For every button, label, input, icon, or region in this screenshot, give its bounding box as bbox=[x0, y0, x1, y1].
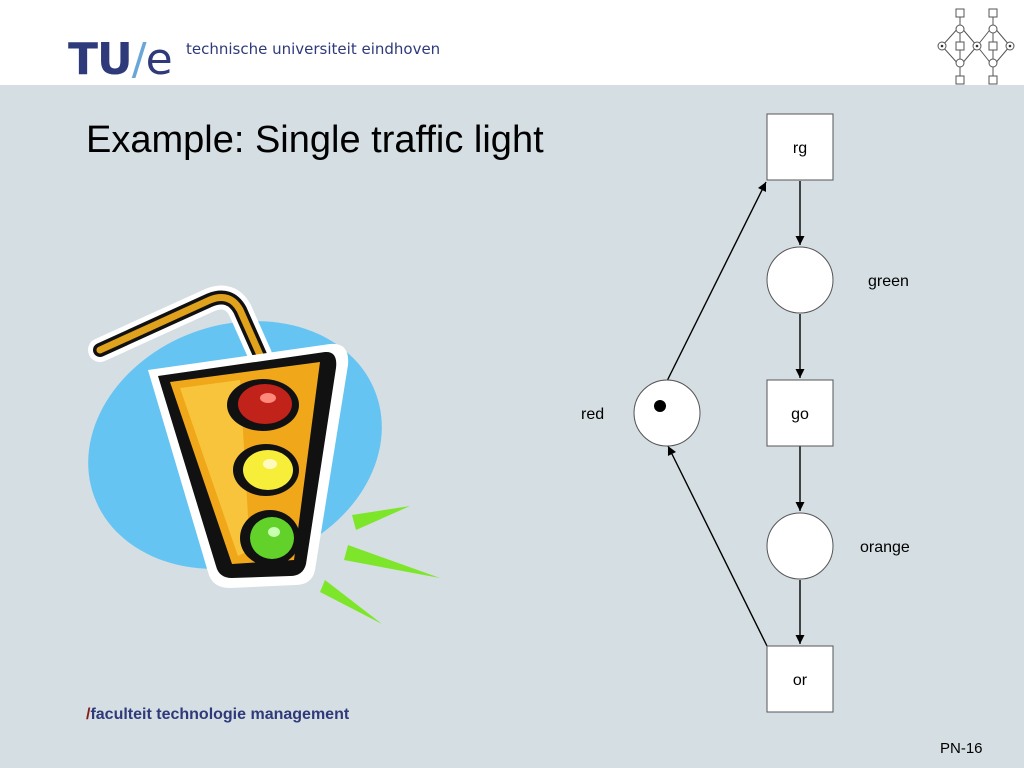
transition-go: go bbox=[766, 379, 834, 447]
transition-rg: rg bbox=[766, 113, 834, 181]
place-orange bbox=[766, 512, 834, 580]
page-number: PN-16 bbox=[940, 740, 983, 757]
arc-red-rg bbox=[666, 181, 767, 382]
transition-or: or bbox=[766, 645, 834, 713]
university-name: technische universiteit eindhoven bbox=[186, 40, 441, 58]
tue-logo: TU/e bbox=[68, 34, 173, 85]
petri-net-logo-icon bbox=[937, 8, 1015, 85]
red-token bbox=[654, 400, 666, 412]
faculty-footer: /faculteit technologie management bbox=[86, 706, 350, 723]
slide-title: Example: Single traffic light bbox=[86, 119, 544, 161]
traffic-light-clipart-icon bbox=[88, 285, 440, 624]
petri-net-diagram: rg green go orange or red bbox=[581, 113, 910, 713]
place-red bbox=[633, 379, 701, 447]
svg-text:go: go bbox=[791, 406, 809, 423]
place-green-label: green bbox=[868, 273, 909, 290]
svg-text:rg: rg bbox=[793, 140, 807, 157]
place-green bbox=[766, 246, 834, 314]
arc-or-red bbox=[667, 445, 768, 647]
header-bar: TU/e technische universiteit eindhoven bbox=[0, 0, 1024, 85]
place-red-label: red bbox=[581, 406, 604, 423]
svg-text:or: or bbox=[793, 672, 808, 689]
place-orange-label: orange bbox=[860, 539, 910, 556]
